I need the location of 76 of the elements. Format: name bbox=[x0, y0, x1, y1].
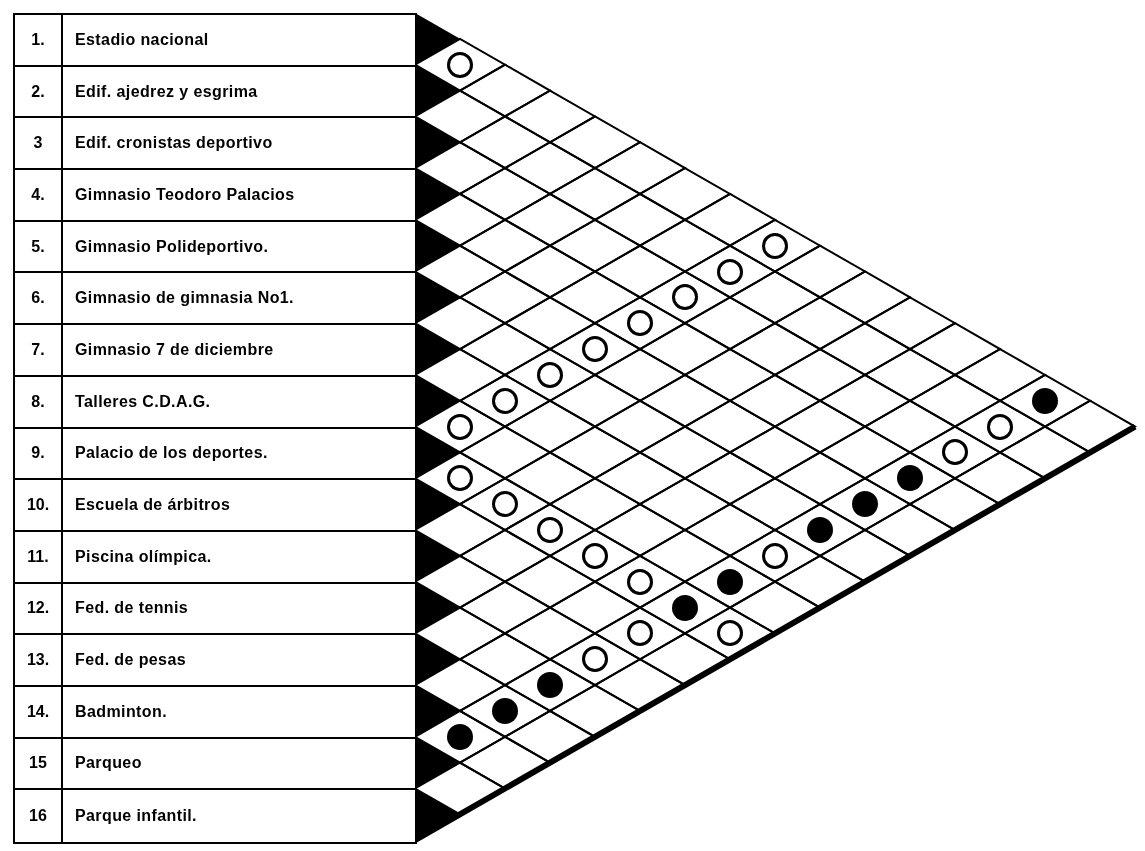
facility-name: Estadio nacional bbox=[74, 29, 209, 50]
facility-name: Gimnasio 7 de diciembre bbox=[74, 339, 274, 360]
hollow-circle-mark bbox=[672, 284, 698, 311]
row-number: 2. bbox=[15, 66, 63, 117]
table-row bbox=[15, 376, 415, 429]
facility-name: Gimnasio de gimnasia No1. bbox=[74, 288, 294, 309]
facility-name: Piscina olímpica. bbox=[74, 546, 212, 567]
row-number: 11. bbox=[15, 531, 63, 582]
filled-dot-mark bbox=[537, 672, 563, 699]
filled-dot-mark bbox=[1032, 387, 1058, 414]
hollow-circle-mark bbox=[492, 491, 518, 518]
facility-name: Gimnasio Polideportivo. bbox=[74, 236, 269, 257]
row-number: 12. bbox=[15, 583, 63, 634]
facility-name: Fed. de pesas bbox=[74, 650, 187, 671]
facility-name: Badminton. bbox=[74, 701, 167, 722]
table-row bbox=[15, 480, 415, 532]
filled-dot-mark bbox=[492, 697, 518, 724]
filled-dot-mark bbox=[852, 491, 878, 518]
row-number: 3 bbox=[15, 118, 63, 169]
facility-name: Edif. cronistas deportivo bbox=[74, 133, 273, 154]
hollow-circle-mark bbox=[447, 51, 473, 78]
table-row bbox=[15, 273, 415, 326]
filled-dot-mark bbox=[717, 568, 743, 595]
hollow-circle-mark bbox=[762, 232, 788, 259]
facility-name: Gimnasio Teodoro Palacios bbox=[74, 184, 295, 205]
hollow-circle-mark bbox=[627, 620, 653, 647]
table-row bbox=[15, 170, 415, 222]
row-number: 10. bbox=[15, 480, 63, 530]
hollow-circle-mark bbox=[582, 336, 608, 363]
table-row bbox=[15, 118, 415, 171]
table-row bbox=[15, 66, 415, 119]
facility-name: Parque infantil. bbox=[74, 806, 197, 827]
table-row bbox=[15, 15, 415, 67]
facility-name: Escuela de árbitros bbox=[74, 495, 231, 516]
hollow-circle-mark bbox=[762, 542, 788, 569]
hollow-circle-mark bbox=[582, 542, 608, 569]
table-row bbox=[15, 738, 415, 791]
table-row bbox=[15, 221, 415, 274]
table-row bbox=[15, 531, 415, 584]
table-row bbox=[15, 428, 415, 481]
hollow-circle-mark bbox=[987, 413, 1013, 440]
facility-name: Parqueo bbox=[74, 753, 142, 774]
facility-name: Talleres C.D.A.G. bbox=[74, 391, 211, 412]
row-number: 9. bbox=[15, 428, 63, 479]
row-number: 7. bbox=[15, 325, 63, 375]
hollow-circle-mark bbox=[447, 465, 473, 492]
hollow-circle-mark bbox=[492, 387, 518, 414]
row-number: 6. bbox=[15, 273, 63, 324]
table-row bbox=[15, 635, 415, 687]
hollow-circle-mark bbox=[537, 517, 563, 543]
filled-dot-mark bbox=[807, 517, 833, 543]
row-number: 5. bbox=[15, 221, 63, 272]
filled-dot-mark bbox=[447, 723, 473, 750]
filled-dot-mark bbox=[672, 594, 698, 621]
row-number: 14. bbox=[15, 686, 63, 737]
facility-name: Palacio de los deportes. bbox=[74, 443, 268, 464]
table-row bbox=[15, 583, 415, 636]
row-number: 8. bbox=[15, 376, 63, 427]
hollow-circle-mark bbox=[717, 258, 743, 285]
hollow-circle-mark bbox=[627, 310, 653, 337]
row-number: 15 bbox=[15, 738, 63, 789]
hollow-circle-mark bbox=[582, 646, 608, 673]
filled-dot-mark bbox=[897, 465, 923, 492]
hollow-circle-mark bbox=[537, 361, 563, 388]
row-number: 4. bbox=[15, 170, 63, 220]
hollow-circle-mark bbox=[447, 413, 473, 440]
facility-name: Fed. de tennis bbox=[74, 598, 189, 619]
table-row bbox=[15, 325, 415, 377]
hollow-circle-mark bbox=[627, 568, 653, 595]
table-row bbox=[15, 686, 415, 739]
row-number: 13. bbox=[15, 635, 63, 685]
hollow-circle-mark bbox=[717, 620, 743, 647]
facility-name: Edif. ajedrez y esgrima bbox=[74, 81, 258, 102]
row-number: 1. bbox=[15, 15, 63, 65]
hollow-circle-mark bbox=[942, 439, 968, 466]
row-number: 16 bbox=[15, 790, 63, 842]
